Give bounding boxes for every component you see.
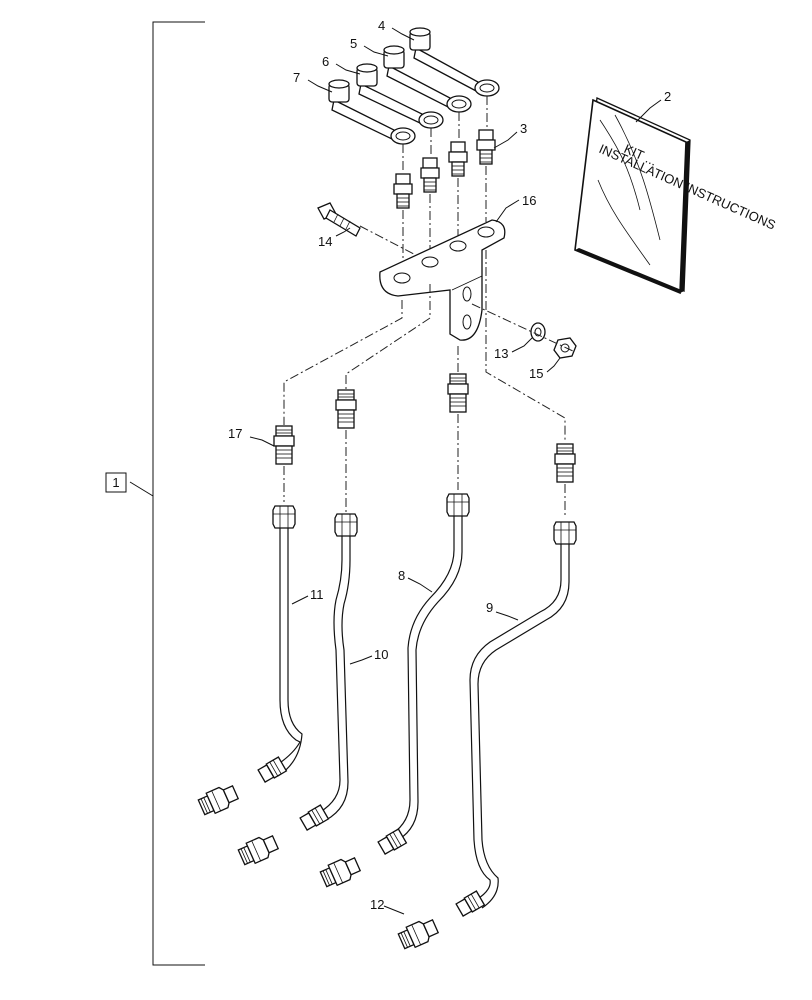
adapter-fitting-11-end [196, 781, 241, 819]
callout-9: 9 [486, 600, 493, 615]
assembly-centerlines-lower [283, 414, 566, 518]
hydraulic-tube-8 [376, 516, 463, 856]
tube-nut-11 [272, 505, 296, 529]
assembly-centerlines-top [359, 96, 488, 279]
hydraulic-tube-10 [298, 536, 351, 832]
bulkhead-fitting-c [393, 173, 413, 209]
tube-nut-10 [334, 513, 358, 537]
adapter-fitting-8-end [318, 853, 363, 891]
callout-1-box: 1 [105, 472, 127, 493]
callout-10: 10 [374, 647, 388, 662]
callout-14: 14 [318, 234, 332, 249]
washer-13 [530, 322, 546, 342]
banjo-strap-5 [383, 45, 472, 113]
callout-4: 4 [378, 18, 385, 33]
callout-3: 3 [520, 121, 527, 136]
callout-12: 12 [370, 897, 384, 912]
callout-6: 6 [322, 54, 329, 69]
hydraulic-tube-11 [256, 528, 303, 784]
hydraulic-tube-9 [454, 544, 570, 918]
adapter-fitting-b [447, 373, 469, 413]
banjo-strap-7 [328, 79, 416, 145]
mounting-bracket-16 [379, 219, 506, 341]
instruction-booklet: KIT ... INSTALLATION INSTRUCTIONS [574, 97, 778, 295]
kit-bracket [129, 21, 205, 966]
bulkhead-fitting-a [448, 141, 468, 177]
banjo-strap-6 [356, 63, 444, 129]
adapter-fitting-c [554, 443, 576, 483]
nut-15 [553, 337, 577, 359]
adapter-fitting-10-end [236, 831, 281, 869]
callout-2: 2 [664, 89, 671, 104]
tube-nut-9 [553, 521, 577, 545]
callout-7: 7 [293, 70, 300, 85]
adapter-fitting-a [335, 389, 357, 429]
adapter-fitting-17 [273, 425, 295, 465]
callout-1: 1 [112, 475, 119, 490]
bolt-14 [317, 202, 361, 237]
assembly-centerlines-middle [283, 250, 566, 440]
callout-13: 13 [494, 346, 508, 361]
callout-16: 16 [522, 193, 536, 208]
callout-11: 11 [310, 587, 324, 602]
banjo-strap-4 [409, 27, 500, 97]
callout-leaders [249, 27, 662, 915]
callout-17: 17 [228, 426, 242, 441]
nut-centerline [471, 303, 576, 353]
callout-15: 15 [529, 366, 543, 381]
bulkhead-fitting-3 [476, 129, 496, 165]
adapter-fitting-12 [396, 915, 441, 953]
bulkhead-fitting-b [420, 157, 440, 193]
tube-nut-8 [446, 493, 470, 517]
callout-8: 8 [398, 568, 405, 583]
callout-5: 5 [350, 36, 357, 51]
